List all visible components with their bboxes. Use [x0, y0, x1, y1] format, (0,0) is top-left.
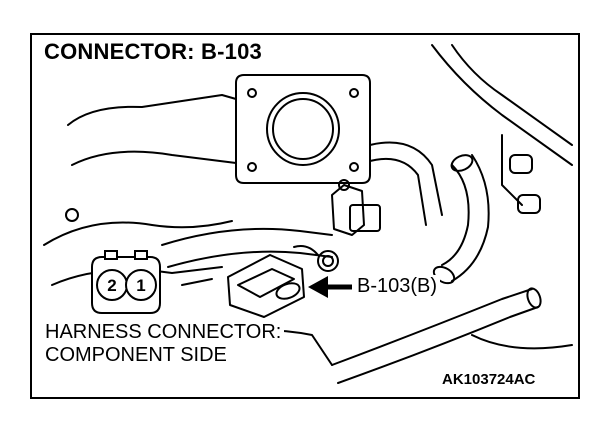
throttle-bore [266, 92, 340, 166]
diagram-frame: 2 1 CONNECTOR: B-103 B-103(B) HARNESS CO… [30, 33, 580, 399]
connector-title: CONNECTOR: B-103 [40, 39, 266, 65]
component-side-label: COMPONENT SIDE [42, 344, 230, 366]
figure-code: AK103724AC [440, 371, 538, 388]
pin-1-circle [125, 269, 157, 301]
sensor-body [331, 184, 365, 236]
callout-arrow [308, 276, 352, 298]
connector-callout-label: B-103(B) [354, 275, 441, 297]
pin-1-number: 1 [136, 276, 145, 295]
connector-b103-shell [227, 254, 305, 318]
pin-2-number: 2 [107, 276, 116, 295]
engine-line-art: 2 1 [43, 44, 573, 384]
throttle-body-flange [235, 74, 371, 184]
harness-connector-face: 2 1 [91, 250, 161, 314]
harness-connector-label: HARNESS CONNECTOR: [42, 321, 285, 343]
